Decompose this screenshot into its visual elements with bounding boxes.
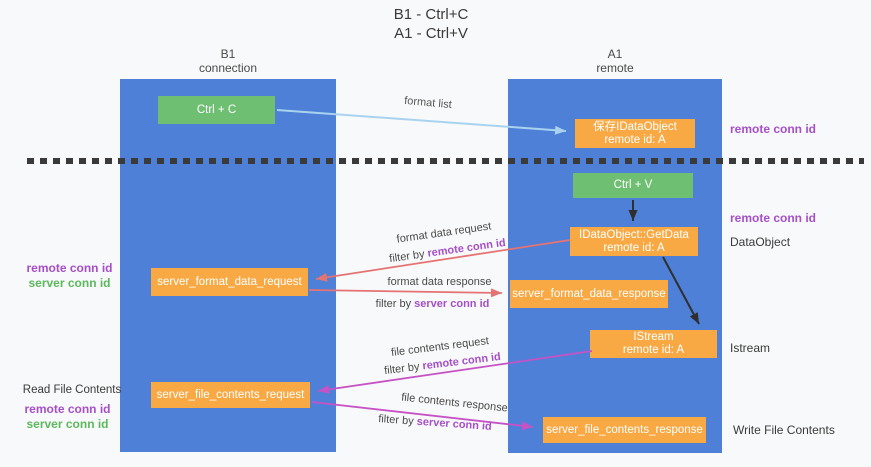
node-save-idataobject: 保存IDataObject remote id: A [575,119,695,148]
filter-id: server conn id [414,298,490,310]
filter-prefix: filter by [383,360,424,378]
filter-id: remote conn id [426,236,507,260]
left-server-conn-id-top: server conn id [28,276,111,290]
filter-prefix: filter by [375,298,415,310]
label-file-contents-response: file contents response [400,391,509,415]
node-file-response-label: server_file_contents_response [546,423,703,436]
node-server-file-contents-response: server_file_contents_response [543,417,706,443]
node-format-request-label: server_format_data_request [157,275,302,288]
label-read-file-contents: Read File Contents [22,384,122,396]
label-format-data-response-filter: filter by server conn id [370,298,495,310]
node-save-line2: remote id: A [604,133,666,146]
left-remote-conn-id-bottom: remote conn id [24,402,111,416]
column-a1-name: A1 [607,47,623,61]
node-format-response-label: server_format_data_response [512,287,666,300]
column-b1-role: connection [198,61,258,75]
node-idataobject-getdata: IDataObject::GetData remote id: A [570,227,698,256]
right-remote-conn-id-mid: remote conn id [730,211,817,225]
node-getdata-line2: remote id: A [603,241,665,254]
node-file-request-label: server_file_contents_request [156,388,305,401]
column-a1-role: remote [596,61,634,75]
label-format-data-response: format data response [387,276,492,288]
label-dataobject: DataObject [730,235,791,249]
node-server-file-contents-request: server_file_contents_request [151,382,310,408]
filter-prefix: filter by [377,413,418,428]
node-ctrl-c: Ctrl + C [158,96,275,124]
title-line-2: A1 - Ctrl+V [394,25,468,42]
label-format-list: format list [403,94,453,112]
label-write-file-contents: Write File Contents [733,423,835,437]
node-getdata-line1: IDataObject::GetData [579,228,689,241]
node-istream-line2: remote id: A [622,344,685,356]
node-ctrl-c-label: Ctrl + C [196,103,237,116]
node-save-line1: 保存IDataObject [593,120,677,133]
column-header-b1: B1 connection [120,47,336,75]
filter-id: remote conn id [421,350,502,373]
left-conn-ids-bottom: remote conn id server conn id [20,402,115,432]
dashed-separator [27,158,864,164]
node-server-format-data-response: server_format_data_response [510,280,668,308]
node-server-format-data-request: server_format_data_request [151,268,308,296]
column-b1-name: B1 [220,47,236,61]
label-istream: Istream [730,341,771,355]
node-istream-line1: IStream [633,331,674,343]
node-istream: IStream remote id: A [590,330,717,358]
filter-id: server conn id [416,415,493,433]
arrow-format-data-response [308,288,503,298]
diagram-title: B1 - Ctrl+C A1 - Ctrl+V [331,5,531,43]
node-ctrl-v: Ctrl + V [573,173,693,198]
right-remote-conn-id-top: remote conn id [730,122,817,136]
label-file-contents-response-filter: filter by server conn id [370,412,501,433]
filter-prefix: filter by [388,247,429,266]
left-conn-ids-top: remote conn id server conn id [22,261,117,291]
left-server-conn-id-bottom: server conn id [26,417,109,431]
left-remote-conn-id-top: remote conn id [26,261,113,275]
node-ctrl-v-label: Ctrl + V [613,179,653,191]
column-header-a1: A1 remote [508,47,722,75]
title-line-1: B1 - Ctrl+C [393,6,469,23]
